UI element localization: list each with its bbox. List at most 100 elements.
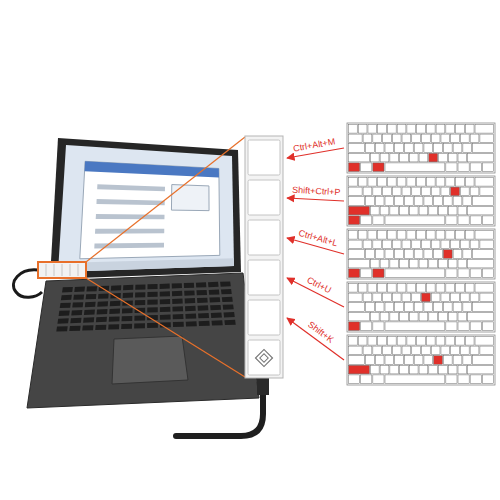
keyboard-key — [373, 375, 384, 384]
keyboard-key — [361, 216, 372, 225]
mini-keypad — [38, 262, 86, 278]
keyboard-key — [373, 240, 382, 249]
keyboard-map — [347, 229, 495, 279]
keyboard-key — [448, 312, 457, 321]
laptop-keys — [56, 281, 235, 331]
laptop-key — [160, 314, 171, 319]
laptop-key — [57, 318, 68, 323]
macro-key — [248, 220, 280, 255]
keyboard-key — [414, 197, 423, 206]
keyboard-key — [404, 250, 413, 259]
keyboard-key — [453, 197, 462, 206]
keyboard-key — [407, 178, 416, 187]
keyboard-key — [426, 231, 435, 240]
keyboard-key — [480, 187, 494, 196]
keyboard-key — [387, 178, 396, 187]
laptop-key — [209, 297, 220, 302]
laptop-key — [224, 312, 235, 317]
keyboard-key — [400, 365, 409, 374]
shortcut-arrows — [287, 148, 344, 360]
keyboard-key — [409, 206, 418, 215]
laptop-key — [209, 290, 220, 295]
laptop-key — [96, 317, 107, 322]
laptop-key — [222, 297, 233, 302]
laptop-key — [122, 316, 133, 321]
keyboard-key — [434, 303, 443, 312]
keyboard-key — [436, 231, 445, 240]
shortcut-label: Ctrl+Alt+L — [297, 229, 338, 248]
keyboard-key — [475, 178, 493, 187]
keyboard-key — [395, 356, 404, 365]
keyboard-key — [412, 293, 421, 302]
window-bar — [85, 161, 219, 177]
keyboard-key — [414, 356, 423, 365]
keyboard-key — [456, 231, 465, 240]
keyboard-key — [446, 269, 457, 278]
keyboard-key — [368, 284, 377, 293]
keyboard-key — [375, 197, 384, 206]
keyboard-key — [383, 240, 392, 249]
macro-key — [248, 260, 280, 295]
keyboard-key — [349, 322, 360, 331]
laptop-key — [84, 310, 95, 315]
keyboard-key — [349, 134, 363, 143]
keyboard-key — [441, 187, 450, 196]
keyboard-key — [448, 206, 457, 215]
keyboard-key — [378, 231, 387, 240]
laptop-key — [185, 314, 196, 319]
keyboard-key — [470, 187, 479, 196]
laptop-key — [135, 292, 145, 297]
keyboard-key — [380, 365, 389, 374]
laptop-key — [198, 305, 209, 310]
keyboard-key — [370, 312, 379, 321]
keyboard-key — [453, 303, 462, 312]
mini-key-gap — [46, 264, 47, 276]
keyboard-key — [480, 346, 494, 355]
keyboard-key — [426, 125, 435, 134]
keyboard-key — [439, 153, 448, 162]
keyboard-key — [419, 365, 428, 374]
keyboard-key — [468, 365, 494, 374]
keyboard-key — [368, 337, 377, 346]
laptop-key — [160, 307, 171, 312]
laptop-key — [56, 326, 67, 331]
keyboard-key — [422, 293, 431, 302]
keyboard-key — [417, 337, 426, 346]
keyboard-key — [409, 153, 418, 162]
keyboard-key — [375, 356, 384, 365]
keyboard-key — [378, 125, 387, 134]
keyboard-key — [446, 375, 457, 384]
keyboard-key — [414, 250, 423, 259]
keyboard-key — [422, 346, 431, 355]
laptop-key — [74, 287, 85, 292]
keyboard-key — [446, 231, 455, 240]
keyboard-key — [349, 250, 365, 259]
laptop-key — [196, 282, 207, 287]
mini-key-gap — [54, 264, 55, 276]
cable-plug — [257, 377, 269, 395]
keyboard-key — [370, 206, 379, 215]
keyboard-key — [431, 346, 440, 355]
keyboard-key — [475, 284, 493, 293]
laptop-key — [98, 294, 109, 299]
keyboard-key — [392, 187, 401, 196]
keyboard-key — [470, 134, 479, 143]
keypad-cable — [176, 392, 263, 436]
keyboard-key — [473, 303, 494, 312]
keyboard-key — [349, 187, 363, 196]
laptop — [27, 138, 259, 408]
keyboard-key — [465, 337, 474, 346]
shortcut-arrow — [287, 198, 344, 201]
keyboard-key — [443, 144, 452, 153]
laptop-key — [199, 321, 210, 326]
keyboard-key — [397, 284, 406, 293]
keyboard-key — [358, 125, 367, 134]
laptop-key — [196, 290, 207, 295]
keyboard-key — [439, 312, 448, 321]
keyboard-key — [370, 153, 379, 162]
keyboard-key — [349, 293, 363, 302]
keyboard-key — [470, 322, 481, 331]
keyboard-key — [456, 178, 465, 187]
keyboard-key — [453, 144, 462, 153]
keyboard-key — [349, 303, 365, 312]
